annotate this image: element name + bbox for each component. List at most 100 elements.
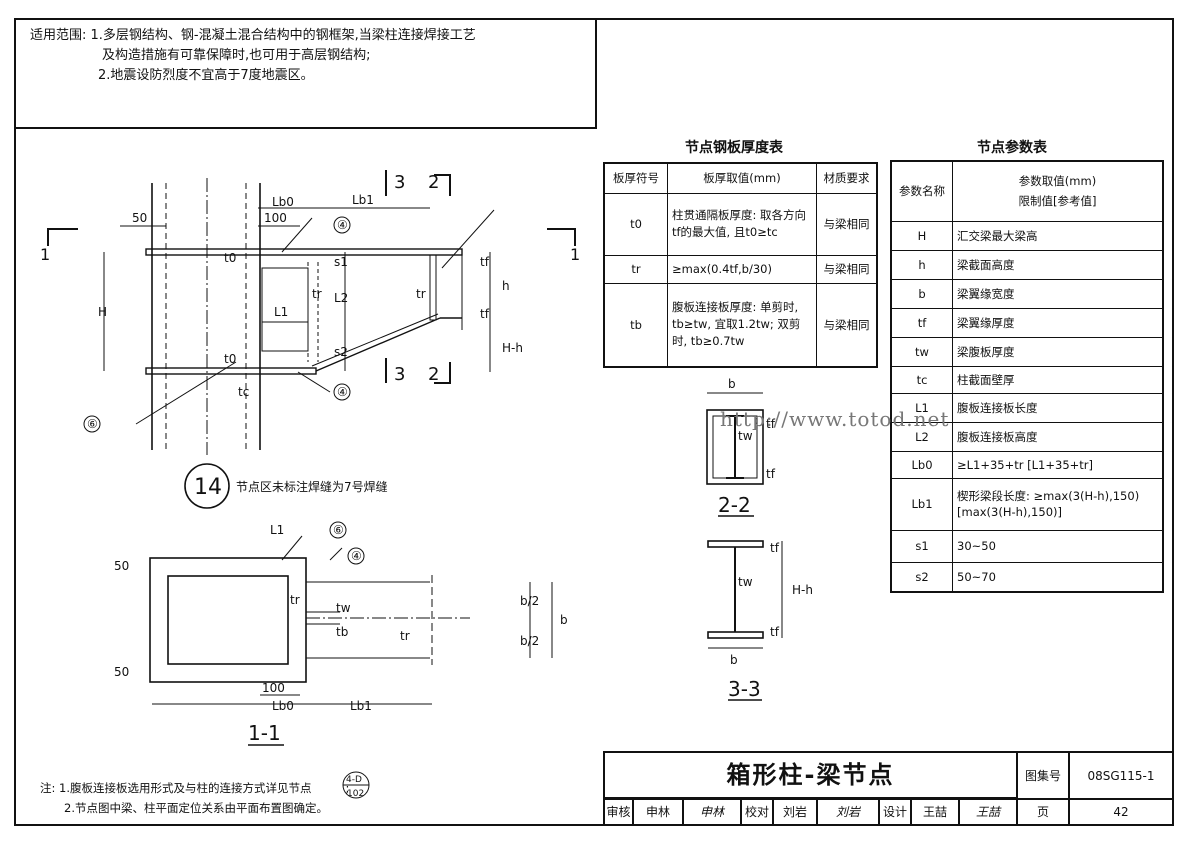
check-label: 校对	[741, 799, 773, 826]
sec22-label-tf-bottom: tf	[766, 467, 776, 481]
dim-Hh: H-h	[502, 341, 523, 355]
param-value: 腹板连接板高度	[952, 421, 1164, 452]
plate-table: 板厚符号 板厚取值(mm) 材质要求 t0 柱贯通隔板厚度: 取各方向tf的最大…	[603, 162, 878, 368]
check-signature: 刘岩	[817, 799, 879, 826]
design-name: 王喆	[911, 799, 959, 826]
param-value: 50~70	[952, 561, 1164, 593]
section-3-3-label: 3-3	[728, 677, 761, 701]
plan-dim-b: b	[560, 613, 568, 627]
label-t0-top: t0	[224, 251, 236, 265]
sec33-dim-Hh: H-h	[792, 583, 813, 597]
plan-label-tr: tr	[290, 593, 300, 607]
page-number: 42	[1069, 799, 1174, 826]
atlas-number: 08SG115-1	[1069, 751, 1174, 799]
section-1-1-label: 1-1	[248, 721, 281, 745]
sec33-label-tw: tw	[738, 575, 753, 589]
plate-mat: 与梁相同	[816, 254, 878, 284]
sec33-label-tf-top: tf	[770, 541, 780, 555]
cut-1-right: 1	[570, 245, 580, 264]
param-header-value-2: 限制值[参考值]	[1018, 194, 1097, 209]
param-value: 楔形梁段长度: ≥max(3(H-h),150) [max(3(H-h),150…	[952, 477, 1164, 531]
note-line-2: 2.节点图中梁、柱平面定位关系由平面布置图确定。	[64, 801, 328, 815]
plate-value: ≥max(0.4tf,b/30)	[667, 254, 817, 284]
weld-4-bottom: ④	[337, 385, 348, 399]
plate-value: 腹板连接板厚度: 单剪时, tb≥tw, 宜取1.2tw; 双剪时, tb≥0.…	[667, 282, 817, 368]
plan-dim-b2-top: b/2	[520, 594, 539, 608]
plan-dim-100: 100	[262, 681, 285, 695]
label-tf-bottom: tf	[480, 307, 490, 321]
section-2-2-label: 2-2	[718, 493, 751, 517]
param-name: L1	[890, 392, 953, 423]
param-header-value-1: 参数取值(mm)	[1018, 174, 1097, 189]
sec33-dim-b: b	[730, 653, 738, 667]
plan-dim-50-bottom: 50	[114, 665, 129, 679]
note-ref-top: 4-D	[346, 775, 362, 785]
label-tc: tc	[238, 385, 249, 399]
sec33-label-tf-bottom: tf	[770, 625, 780, 639]
plate-header-value: 板厚取值(mm)	[667, 162, 817, 194]
title-block: 箱形柱-梁节点 图集号 08SG115-1 审核 申林 申林 校对 刘岩 刘岩 …	[603, 751, 1174, 826]
cut-3-bottom: 3	[394, 364, 405, 385]
plan-dim-b2-bottom: b/2	[520, 634, 539, 648]
param-value: 汇交梁最大梁高	[952, 220, 1164, 251]
design-signature: 王喆	[959, 799, 1017, 826]
notes: 注: 1.腹板连接板选用形式及与柱的连接方式详见节点; 2.节点图中梁、柱平面定…	[40, 778, 349, 818]
review-label: 审核	[603, 799, 633, 826]
table-row: tb 腹板连接板厚度: 单剪时, tb≥tw, 宜取1.2tw; 双剪时, tb…	[603, 282, 878, 368]
label-tr: tr	[312, 287, 322, 301]
label-t0-bottom: t0	[224, 352, 236, 366]
param-table-title: 节点参数表	[977, 140, 1047, 156]
sec22-dim-b: b	[728, 377, 736, 391]
plate-header-sym: 板厚符号	[603, 162, 668, 194]
plate-mat: 与梁相同	[816, 282, 878, 368]
note-ref-bottom: 102	[347, 789, 364, 799]
label-s1: s1	[334, 255, 348, 269]
param-header-value: 参数取值(mm) 限制值[参考值]	[952, 160, 1164, 222]
plate-table-title: 节点钢板厚度表	[685, 140, 783, 156]
plate-sym: tb	[603, 282, 668, 368]
plan-dim-50-top: 50	[114, 559, 129, 573]
plan-dim-Lb0: Lb0	[272, 699, 294, 713]
label-L1: L1	[274, 305, 288, 319]
plate-mat: 与梁相同	[816, 192, 878, 256]
scope-line-1: 适用范围: 1.多层钢结构、钢-混凝土混合结构中的钢框架,当梁柱连接焊接工艺	[30, 28, 476, 43]
scope-box: 适用范围: 1.多层钢结构、钢-混凝土混合结构中的钢框架,当梁柱连接焊接工艺 及…	[14, 18, 597, 129]
page-label: 页	[1017, 799, 1069, 826]
note-line-1: 注: 1.腹板连接板选用形式及与柱的连接方式详见节点;	[40, 781, 350, 795]
weld-6-left: ⑥	[87, 417, 98, 431]
plan-label-tw: tw	[336, 601, 351, 615]
plan-label-L1: L1	[270, 523, 284, 537]
param-name: tc	[890, 365, 953, 394]
param-header-name: 参数名称	[890, 160, 953, 222]
watermark: http://www.totod.net	[720, 407, 950, 431]
param-value: 柱截面壁厚	[952, 365, 1164, 394]
plan-label-tb: tb	[336, 625, 348, 639]
plan-weld-6: ⑥	[333, 523, 344, 537]
cut-1-left: 1	[40, 245, 50, 264]
weld-4-top: ④	[337, 218, 348, 232]
design-label: 设计	[879, 799, 911, 826]
param-value: 腹板连接板长度	[952, 392, 1164, 423]
table-row: tr ≥max(0.4tf,b/30) 与梁相同	[603, 254, 878, 284]
dim-H: H	[98, 305, 107, 319]
plan-weld-4: ④	[351, 549, 362, 563]
table-row: t0 柱贯通隔板厚度: 取各方向tf的最大值, 且t0≥tc 与梁相同	[603, 192, 878, 256]
scope-line-2: 及构造措施有可靠保障时,也可用于高层钢结构;	[102, 48, 371, 63]
node-number: 14	[194, 475, 222, 500]
cut-2-top: 2	[428, 172, 439, 193]
label-L2: L2	[334, 291, 348, 305]
drawing-frame	[14, 18, 1174, 826]
dim-h: h	[502, 279, 510, 293]
plan-label-tr-2: tr	[400, 629, 410, 643]
param-value: 梁腹板厚度	[952, 336, 1164, 367]
param-name: Lb1	[890, 477, 953, 531]
review-signature: 申林	[683, 799, 741, 826]
review-name: 申林	[633, 799, 683, 826]
node-note: 节点区未标注焊缝为7号焊缝	[236, 479, 388, 494]
